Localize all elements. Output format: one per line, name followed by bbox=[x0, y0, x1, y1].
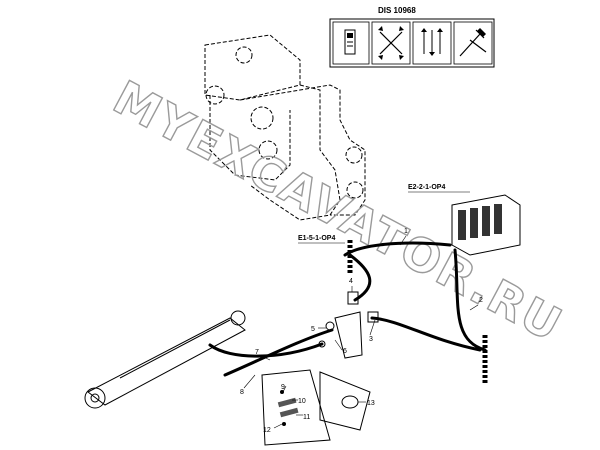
control-pattern-icon bbox=[412, 21, 452, 65]
part-number: 4 bbox=[349, 278, 353, 285]
part-number: 5 bbox=[311, 326, 315, 333]
hose-8 bbox=[208, 342, 324, 358]
part-number: 1 bbox=[404, 228, 408, 235]
hose-7 bbox=[223, 328, 334, 377]
operator-manual-icon bbox=[332, 21, 370, 65]
bracket-assembly bbox=[318, 291, 379, 359]
part-number: 9 bbox=[281, 384, 285, 391]
part-number: 3 bbox=[369, 336, 373, 343]
boom-frame bbox=[204, 34, 366, 221]
drawing-code: DIS 10968 bbox=[378, 6, 416, 15]
part-number: 6 bbox=[343, 348, 347, 355]
ref-e1: E1-5-1-OP4 bbox=[298, 235, 335, 242]
icon-strip bbox=[329, 18, 495, 68]
part-number: 11 bbox=[303, 414, 310, 421]
clamp-kit bbox=[261, 369, 331, 446]
hose-3 bbox=[370, 316, 482, 352]
part-number: 13 bbox=[367, 400, 375, 407]
hydraulic-arrows-icon bbox=[371, 21, 411, 65]
part-number: 2 bbox=[479, 297, 483, 304]
part-number: 12 bbox=[263, 427, 271, 434]
part-number: 10 bbox=[298, 398, 306, 405]
hose-4 bbox=[348, 253, 372, 302]
hammer-tool-icon bbox=[453, 21, 493, 65]
o-ring bbox=[319, 371, 371, 431]
hydraulic-cylinder bbox=[84, 310, 246, 409]
part-number: 8 bbox=[240, 389, 244, 396]
part-callouts: 1 2 3 4 5 6 7 8 9 10 11 12 13 bbox=[240, 228, 483, 434]
ref-e2: E2-2-1-OP4 bbox=[408, 184, 445, 191]
hose-2 bbox=[453, 248, 487, 352]
part-number: 7 bbox=[255, 349, 259, 356]
control-valve bbox=[451, 194, 521, 256]
